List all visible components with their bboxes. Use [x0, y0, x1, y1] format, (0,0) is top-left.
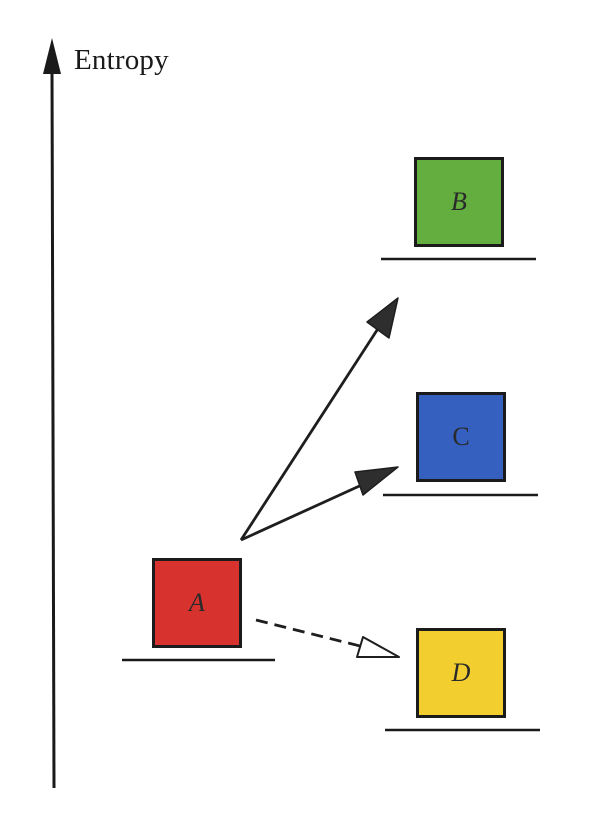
- state-a-box: A: [152, 558, 242, 648]
- transition-a-to-c-arrowhead: [354, 466, 399, 496]
- state-c-box: C: [416, 392, 506, 482]
- state-d-label: D: [451, 658, 471, 687]
- state-b-label: B: [451, 187, 467, 216]
- state-a-label: A: [189, 588, 205, 617]
- entropy-axis-line: [50, 69, 56, 789]
- transition-a-to-d-arrowhead: [356, 636, 400, 658]
- entropy-axis-label: Entropy: [74, 44, 169, 76]
- state-d-box: D: [416, 628, 506, 718]
- transition-a-to-d: [255, 618, 361, 648]
- state-c-label: C: [452, 422, 470, 451]
- entropy-axis-arrowhead: [43, 38, 61, 74]
- transition-a-to-b: [239, 323, 383, 541]
- transition-a-to-c: [240, 481, 367, 542]
- state-b-box: B: [414, 157, 504, 247]
- transition-a-to-b-arrowhead: [366, 297, 399, 339]
